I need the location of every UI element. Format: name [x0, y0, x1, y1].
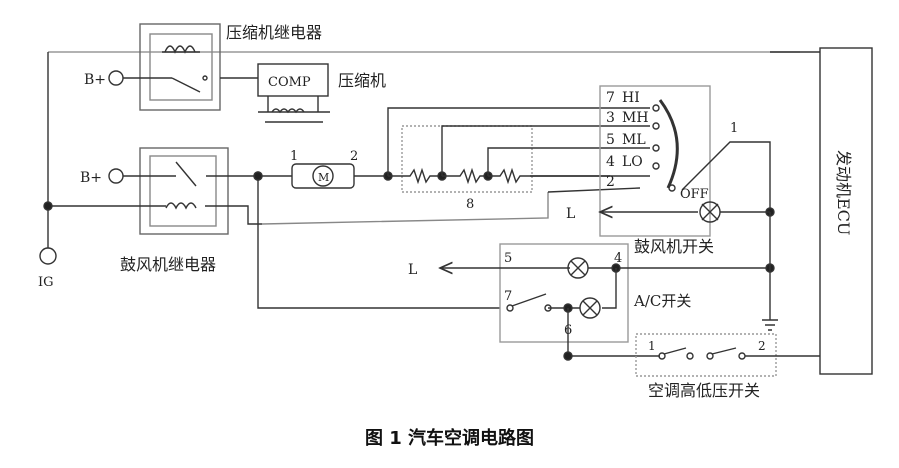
ig-terminal-icon	[39, 247, 57, 265]
position-pin-lo: 4	[606, 154, 615, 170]
resistor-network-box	[401, 125, 533, 193]
ac-switch-label: A/C开关	[633, 292, 691, 310]
compressor-box	[257, 63, 329, 97]
compressor-relay-box	[139, 23, 221, 111]
ac-circuit-diagram: 压缩机继电器 COMP 压缩机 B+ B+ IG 鼓风机继电器 M 1 2 8 …	[38, 23, 873, 400]
battery-top-label: B+	[84, 72, 106, 88]
position-pin-2: 2	[606, 174, 615, 190]
pressure-switch-label: 空调高低压开关	[648, 381, 760, 400]
ac-switch-box	[499, 243, 629, 343]
battery-top-terminal-icon	[108, 70, 124, 86]
compressor-label: 压缩机	[338, 71, 386, 90]
motor-symbol: M	[318, 171, 329, 184]
ecu-label: 发动机ECU	[834, 150, 853, 235]
ecu-box	[819, 47, 873, 375]
ignition-label: IG	[38, 275, 54, 290]
position-name-hi: HI	[622, 90, 640, 106]
blower-relay-box	[139, 147, 229, 235]
lamp-label-2: L	[408, 262, 417, 278]
switch-common-pin: 1	[730, 121, 738, 136]
motor-pin1-label: 1	[290, 149, 298, 164]
blower-relay-label: 鼓风机继电器	[120, 255, 216, 274]
motor-pin2-label: 2	[350, 149, 358, 164]
motor-icon	[312, 165, 334, 187]
ac-pin5-label: 5	[504, 251, 512, 266]
position-name-lo: LO	[622, 154, 643, 170]
position-name-ml: ML	[622, 132, 646, 148]
position-name-mh: MH	[622, 110, 649, 126]
position-pin-hi: 7	[606, 90, 615, 106]
battery-bottom-label: B+	[80, 170, 102, 186]
off-label: OFF	[680, 187, 709, 202]
compressor-relay-label: 压缩机继电器	[226, 23, 322, 42]
blower-switch-positions: 7 HI 3 MH 5 ML 4 LO 2	[606, 90, 649, 190]
ac-pin7-label: 7	[504, 289, 512, 304]
ac-pin4-label: 4	[614, 251, 622, 266]
pressure-pin2-label: 2	[758, 339, 766, 353]
blower-switch-box	[599, 85, 711, 237]
pressure-switch-box	[635, 333, 777, 377]
blower-switch-label: 鼓风机开关	[634, 237, 714, 256]
resistor-block-label: 8	[466, 197, 474, 212]
compressor-box-label: COMP	[268, 75, 311, 90]
figure-caption: 图 1 汽车空调电路图	[364, 428, 535, 449]
position-pin-ml: 5	[606, 132, 615, 148]
position-pin-mh: 3	[606, 110, 615, 126]
battery-bottom-terminal-icon	[108, 168, 124, 184]
lamp-label-1: L	[566, 206, 575, 222]
ac-pin6-label: 6	[564, 323, 572, 338]
pressure-pin1-label: 1	[648, 339, 656, 353]
